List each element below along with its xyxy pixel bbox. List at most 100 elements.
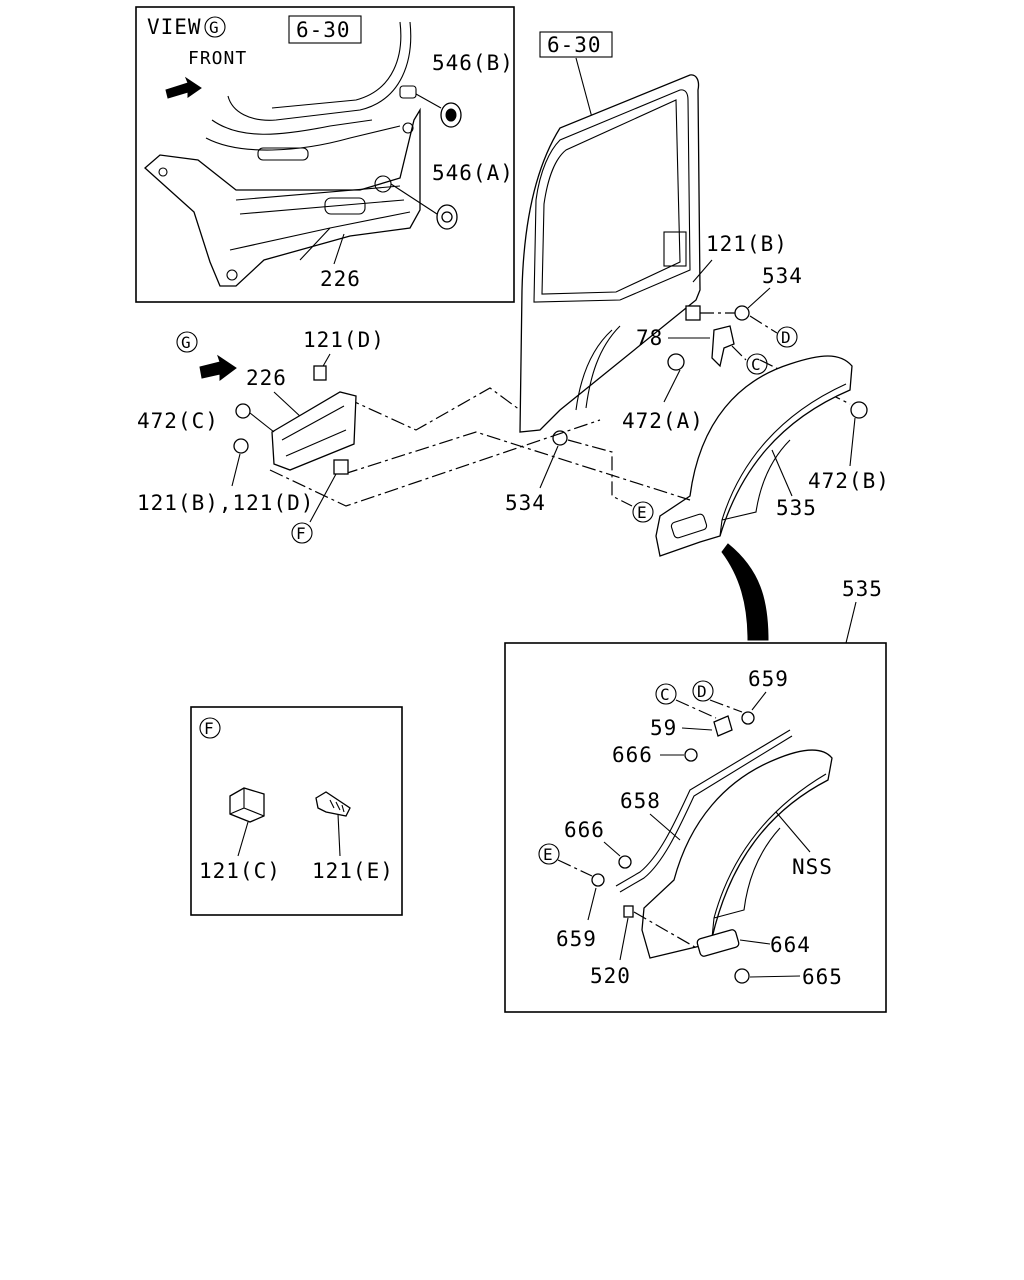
part-664: 664 [770,933,811,957]
bolt-hole [402,122,414,134]
clip-121d-icon [313,365,327,381]
detail-pointer-arrow-icon [721,543,769,641]
door-window-inner [541,99,681,295]
part-78: 78 [636,326,663,350]
step-slot [257,147,309,161]
bracket-226-assembly: G 121(D) 226 472(C) 121(B),121(D) F [137,328,385,544]
part-534-top: 534 [762,264,803,288]
step-recess [324,197,366,215]
door-trim-lines [575,325,621,411]
mark-d: D [781,328,792,347]
cab-edge-line-2 [271,21,402,109]
part-nss: NSS [792,855,833,879]
inset-view-g: VIEW G 6-30 FRONT 546(B) 546(A) 226 [135,6,515,303]
part-121bd: 121(B),121(D) [137,491,314,515]
main-ref-label: 6-30 [547,33,602,57]
part-226-inset: 226 [320,267,361,291]
mark-f: F [296,524,307,543]
part-666-mid: 666 [564,818,605,842]
inset-f: F 121(C) 121(E) [190,706,403,916]
detail-dash-cd [675,699,743,719]
leader-121e [337,813,341,857]
detail-mark-c: C [660,685,671,704]
clip-121c-edges [229,788,265,817]
inset-f-mark-circle [199,717,221,739]
leader-226-inset [333,233,345,265]
dash-to-d [700,312,778,334]
grommet-hole-b [399,85,417,99]
screw-665-icon [734,968,750,984]
inset-ref-label: 6-30 [296,18,351,42]
leader-534-top [747,287,771,309]
part-121c: 121(C) [199,859,281,883]
clip-121b-121d-icon [233,438,249,454]
leader-472a [663,369,681,403]
part-659-top: 659 [748,667,789,691]
part-666-top: 666 [612,743,653,767]
bolt-472c-shaft [249,412,275,433]
leader-nss [775,811,811,853]
mark-c: C [751,355,762,374]
fender-detail-lines [711,773,827,939]
detail-dash-520 [633,911,701,951]
bolt-472a-icon [667,353,685,371]
leader-535 [771,449,793,497]
door-handle-recess [663,231,687,267]
leader-121c [237,821,249,857]
leader-664 [739,939,771,945]
part-121e: 121(E) [312,859,394,883]
view-mark-circle [204,16,226,38]
leader-121b [692,259,713,283]
view-g-arrow-icon [199,354,237,381]
clip-121e-icon [315,791,351,817]
inset-view-g-frame [135,6,515,303]
mark-e-circle [632,501,654,523]
leader-59 [681,727,713,731]
part-472b: 472(B) [808,469,890,493]
part-472a: 472(A) [622,409,704,433]
bolt-659-bottom-icon [591,873,605,887]
inset-f-mark: F [204,719,215,738]
detail-mark-d: D [697,682,708,701]
inset-ref-box [288,15,362,44]
molding-658 [615,729,791,887]
bolt-472c-icon [235,403,251,419]
front-arrow-icon [165,76,202,99]
mark-g-circle [176,331,198,353]
leader-520 [619,917,629,961]
dash-connector-lower [269,419,601,507]
bolt-659-top-icon [741,711,755,725]
leader-f [309,473,337,523]
part-472c: 472(C) [137,409,219,433]
front-label: FRONT [188,48,247,69]
view-mark: G [209,18,220,37]
mark-e: E [637,503,648,522]
bolt-534-top-icon [734,305,750,321]
leader-659-top [751,691,767,711]
part-535-main: 535 [776,496,817,520]
inset-leader-lines [299,93,442,261]
leader-665 [749,975,801,978]
part-226-main: 226 [246,366,287,390]
mark-g: G [181,333,192,352]
fender-inner-lines [719,383,847,537]
part-59: 59 [650,716,677,740]
dash-connector-middle [343,431,691,501]
bolt-hole-2 [226,269,238,281]
bolt-472b-icon [850,401,868,419]
clip-121e-ribs [329,799,345,813]
detail-mark-d-circle [692,680,714,702]
bracket-78-icon [711,325,735,368]
leader-658 [649,813,681,841]
bolt-666-mid-icon [618,855,632,869]
door-window-outer [533,89,691,303]
fender-detail-nss [641,749,833,959]
main-assembly: 6-30 121(B) 534 D 78 C 472(A) 472(B) [269,31,890,641]
dash-connector-upper [345,387,521,431]
part-121d: 121(D) [303,328,385,352]
part-658: 658 [620,789,661,813]
inset-f-frame [190,706,403,916]
part-520: 520 [590,964,631,988]
molding-658-edge [619,735,793,893]
